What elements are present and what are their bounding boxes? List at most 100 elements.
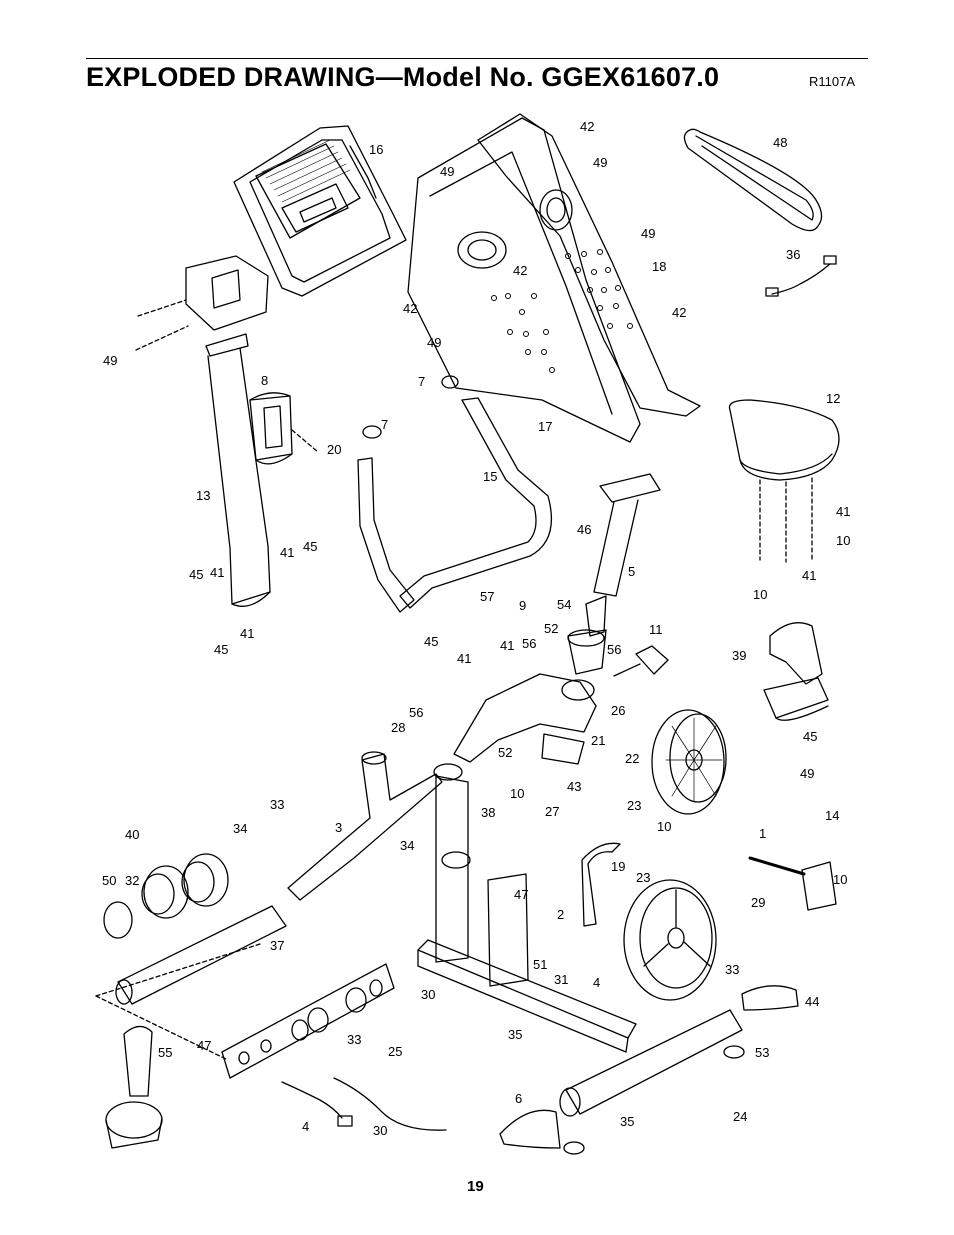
callout-48: 48: [773, 135, 787, 150]
callout-4: 44: [805, 994, 819, 1009]
callout-45: 45: [189, 567, 203, 582]
callout-35: 53: [755, 1045, 769, 1060]
callout-34: 14: [825, 808, 839, 823]
callout-39: 39: [732, 648, 746, 663]
part-flywheel: [623, 879, 717, 1001]
callout-49: 49: [593, 155, 607, 170]
callout-10: 10: [836, 533, 850, 548]
callout-41: 56: [409, 705, 423, 720]
callout-6: 35: [620, 1114, 634, 1129]
part-shroud-right: [477, 113, 701, 417]
callout-17: 17: [538, 419, 552, 434]
callout-41: 41: [457, 651, 471, 666]
part-resistance-knob: [748, 856, 837, 911]
part-upright-bracket: [135, 255, 271, 607]
callout-40: 19: [611, 859, 625, 874]
callout-37: 33: [725, 962, 739, 977]
callout-44: 33: [347, 1032, 361, 1047]
callout-57: 57: [480, 589, 494, 604]
callout-15: 15: [483, 469, 497, 484]
callout-54: 54: [557, 597, 571, 612]
callout-46: 46: [577, 522, 591, 537]
callout-41: 41: [802, 568, 816, 583]
callout-49: 49: [103, 353, 117, 368]
part-wires: [281, 1077, 447, 1131]
callout-42: 42: [513, 263, 527, 278]
callout-49: 49: [427, 335, 441, 350]
callout-42: 42: [403, 301, 417, 316]
callout-16: 16: [369, 142, 383, 157]
callout-1: 3: [335, 820, 342, 835]
part-wheels: [103, 853, 229, 939]
callout-52: 43: [567, 779, 581, 794]
callout-5: 5: [628, 564, 635, 579]
callout-41: 41: [210, 565, 224, 580]
part-seat: [728, 399, 840, 563]
callout-41: 41: [500, 638, 514, 653]
callout-49: 49: [641, 226, 655, 241]
callout-49: 49: [440, 164, 454, 179]
part-front-stabilizer: [95, 905, 287, 1061]
callout-10: 32: [125, 873, 139, 888]
callout-25: 55: [158, 1045, 172, 1060]
callout-45: 45: [424, 634, 438, 649]
callout-8: 8: [261, 373, 268, 388]
part-shroud-left: [407, 117, 641, 443]
callout-20: 20: [327, 442, 341, 457]
part-knob: [613, 645, 669, 677]
callout-29: 51: [533, 957, 547, 972]
callout-50: 47: [514, 887, 528, 902]
callout-51: 31: [554, 972, 568, 987]
callout-34: 1: [759, 826, 766, 841]
callout-18: 18: [652, 259, 666, 274]
callout-30: 24: [733, 1109, 747, 1124]
callout-2: 37: [270, 938, 284, 953]
callout-21: 22: [625, 751, 639, 766]
callout-56: 56: [607, 642, 621, 657]
callout-38: 10: [657, 819, 671, 834]
callout-28: 21: [591, 733, 605, 748]
callout-7: 7: [381, 417, 388, 432]
callout-13: 13: [196, 488, 210, 503]
callout-11: 11: [649, 622, 663, 637]
callout-10: 10: [753, 587, 767, 602]
callout-19: 10: [833, 872, 847, 887]
part-console: [233, 125, 407, 297]
callout-32: 2: [557, 907, 564, 922]
callout-45: 45: [214, 642, 228, 657]
callout-30: 47: [197, 1038, 211, 1053]
callout-43: 38: [481, 805, 495, 820]
callout-14: 40: [125, 827, 139, 842]
callout-12: 12: [826, 391, 840, 406]
callout-56: 52: [498, 745, 512, 760]
callout-10: 23: [627, 798, 641, 813]
callout-55: 4: [302, 1119, 309, 1134]
callout-7: 7: [418, 374, 425, 389]
part-bottle-holder: [249, 392, 319, 465]
callout-41: 41: [280, 545, 294, 560]
part-pulley: [651, 709, 727, 815]
part-handlebar: [357, 375, 552, 613]
part-pedal-right: [763, 622, 829, 721]
part-center-frame: [453, 595, 607, 765]
part-front-frame: [287, 751, 471, 963]
drawing-reference: R1107A: [809, 74, 856, 89]
callout-45: 45: [303, 539, 317, 554]
callout-42: 42: [580, 119, 594, 134]
callout-41: 41: [836, 504, 850, 519]
callout-4: 6: [515, 1091, 522, 1106]
page-title: EXPLODED DRAWING—Model No. GGEX61607.0: [86, 62, 720, 92]
header-rule: [86, 58, 868, 59]
callout-3: 23: [636, 870, 650, 885]
callout-45: 56: [522, 636, 536, 651]
callout-31: 30: [421, 987, 435, 1002]
part-crank-bearings: [221, 963, 395, 1079]
callout-47: 29: [751, 895, 765, 910]
callout-22: 10: [510, 786, 524, 801]
callout-52: 52: [544, 621, 558, 636]
callout-47: 25: [388, 1044, 402, 1059]
part-magnet-bracket: [581, 842, 621, 927]
callout-33: 4: [593, 975, 600, 990]
page-number: 19: [467, 1178, 484, 1195]
